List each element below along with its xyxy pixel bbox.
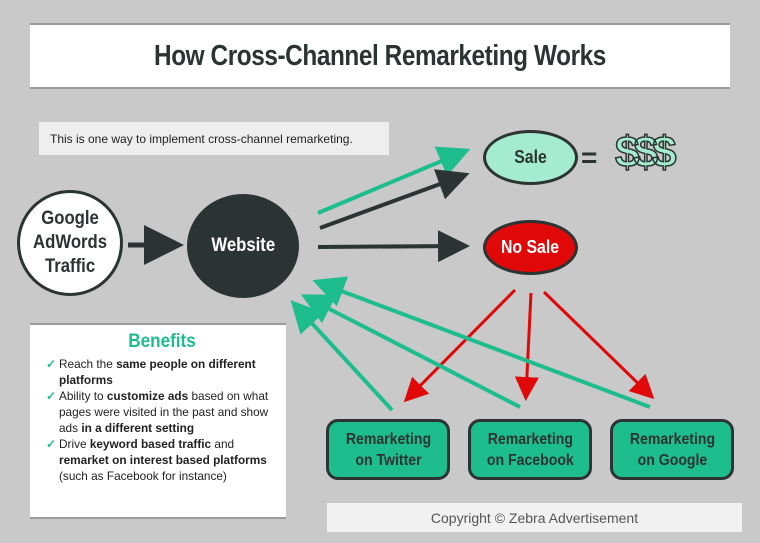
benefit-text: customize ads [106,389,189,403]
checkmark-icon: ✓ [46,357,56,371]
benefit-text: Drive [59,437,90,451]
benefit-text: in a different setting [81,421,195,435]
arrow-google-to-website [312,276,651,409]
page-title: How Cross-Channel Remarketing Works [154,39,606,72]
google-adwords-traffic-label: Google AdWords Traffic [32,208,108,277]
benefit-text: Ability to [59,389,107,403]
arrow-twitter-to-website [290,300,394,412]
remarketing-twitter-box: Remarketing on Twitter [326,419,450,480]
benefit-text: Reach the [59,357,117,371]
checkmark-icon: ✓ [46,389,56,403]
remarketing-twitter-label: Remarketing on Twitter [345,430,431,469]
benefits-panel: Benefits ✓Reach the same people on diffe… [30,323,286,519]
arrow-nosale-to-google [542,290,655,400]
no-sale-node: No Sale [483,220,578,275]
checkmark-icon: ✓ [46,437,56,451]
no-sale-label: No Sale [501,237,560,257]
equals-sign: = [581,142,598,173]
arrow-nosale-to-facebook [514,292,539,401]
money-icon: $$$ [614,127,677,178]
remarketing-google-label: Remarketing on Google [629,430,715,469]
benefit-item: ✓Ability to customize ads based on what … [46,388,278,436]
arrow-website-to-nosale [317,230,470,263]
benefit-text: keyword based traffic [89,437,212,451]
arrow-website-to-sale-dark [319,169,470,230]
benefit-text: and [211,437,235,451]
arrow-nosale-to-twitter [403,288,517,403]
benefits-title: Benefits [128,331,196,352]
google-adwords-traffic-node: Google AdWords Traffic [17,190,123,296]
arrow-facebook-to-website [300,294,521,409]
remarketing-facebook-label: Remarketing on Facebook [486,430,574,469]
arrow-website-to-sale-teal [317,146,471,215]
remarketing-facebook-box: Remarketing on Facebook [468,419,592,480]
copyright-notice: Copyright © Zebra Advertisement [327,503,742,532]
benefit-text: (such as Facebook for instance) [59,469,227,483]
benefit-text: based on what pages were visited in the … [59,389,269,435]
benefit-text: remarket on interest based platforms [59,453,267,467]
remarketing-google-box: Remarketing on Google [610,419,734,480]
website-node: Website [187,194,299,298]
intro-text: This is one way to implement cross-chann… [39,122,389,155]
benefit-item: ✓Drive keyword based traffic and remarke… [46,436,278,484]
title-banner: How Cross-Channel Remarketing Works [30,23,730,89]
benefit-item: ✓Reach the same people on different plat… [46,356,278,388]
benefits-list: ✓Reach the same people on different plat… [46,356,278,484]
benefit-text: same people on different platforms [59,357,256,387]
sale-node: Sale [483,130,578,185]
sale-label: Sale [514,147,547,167]
website-label: Website [211,235,275,256]
